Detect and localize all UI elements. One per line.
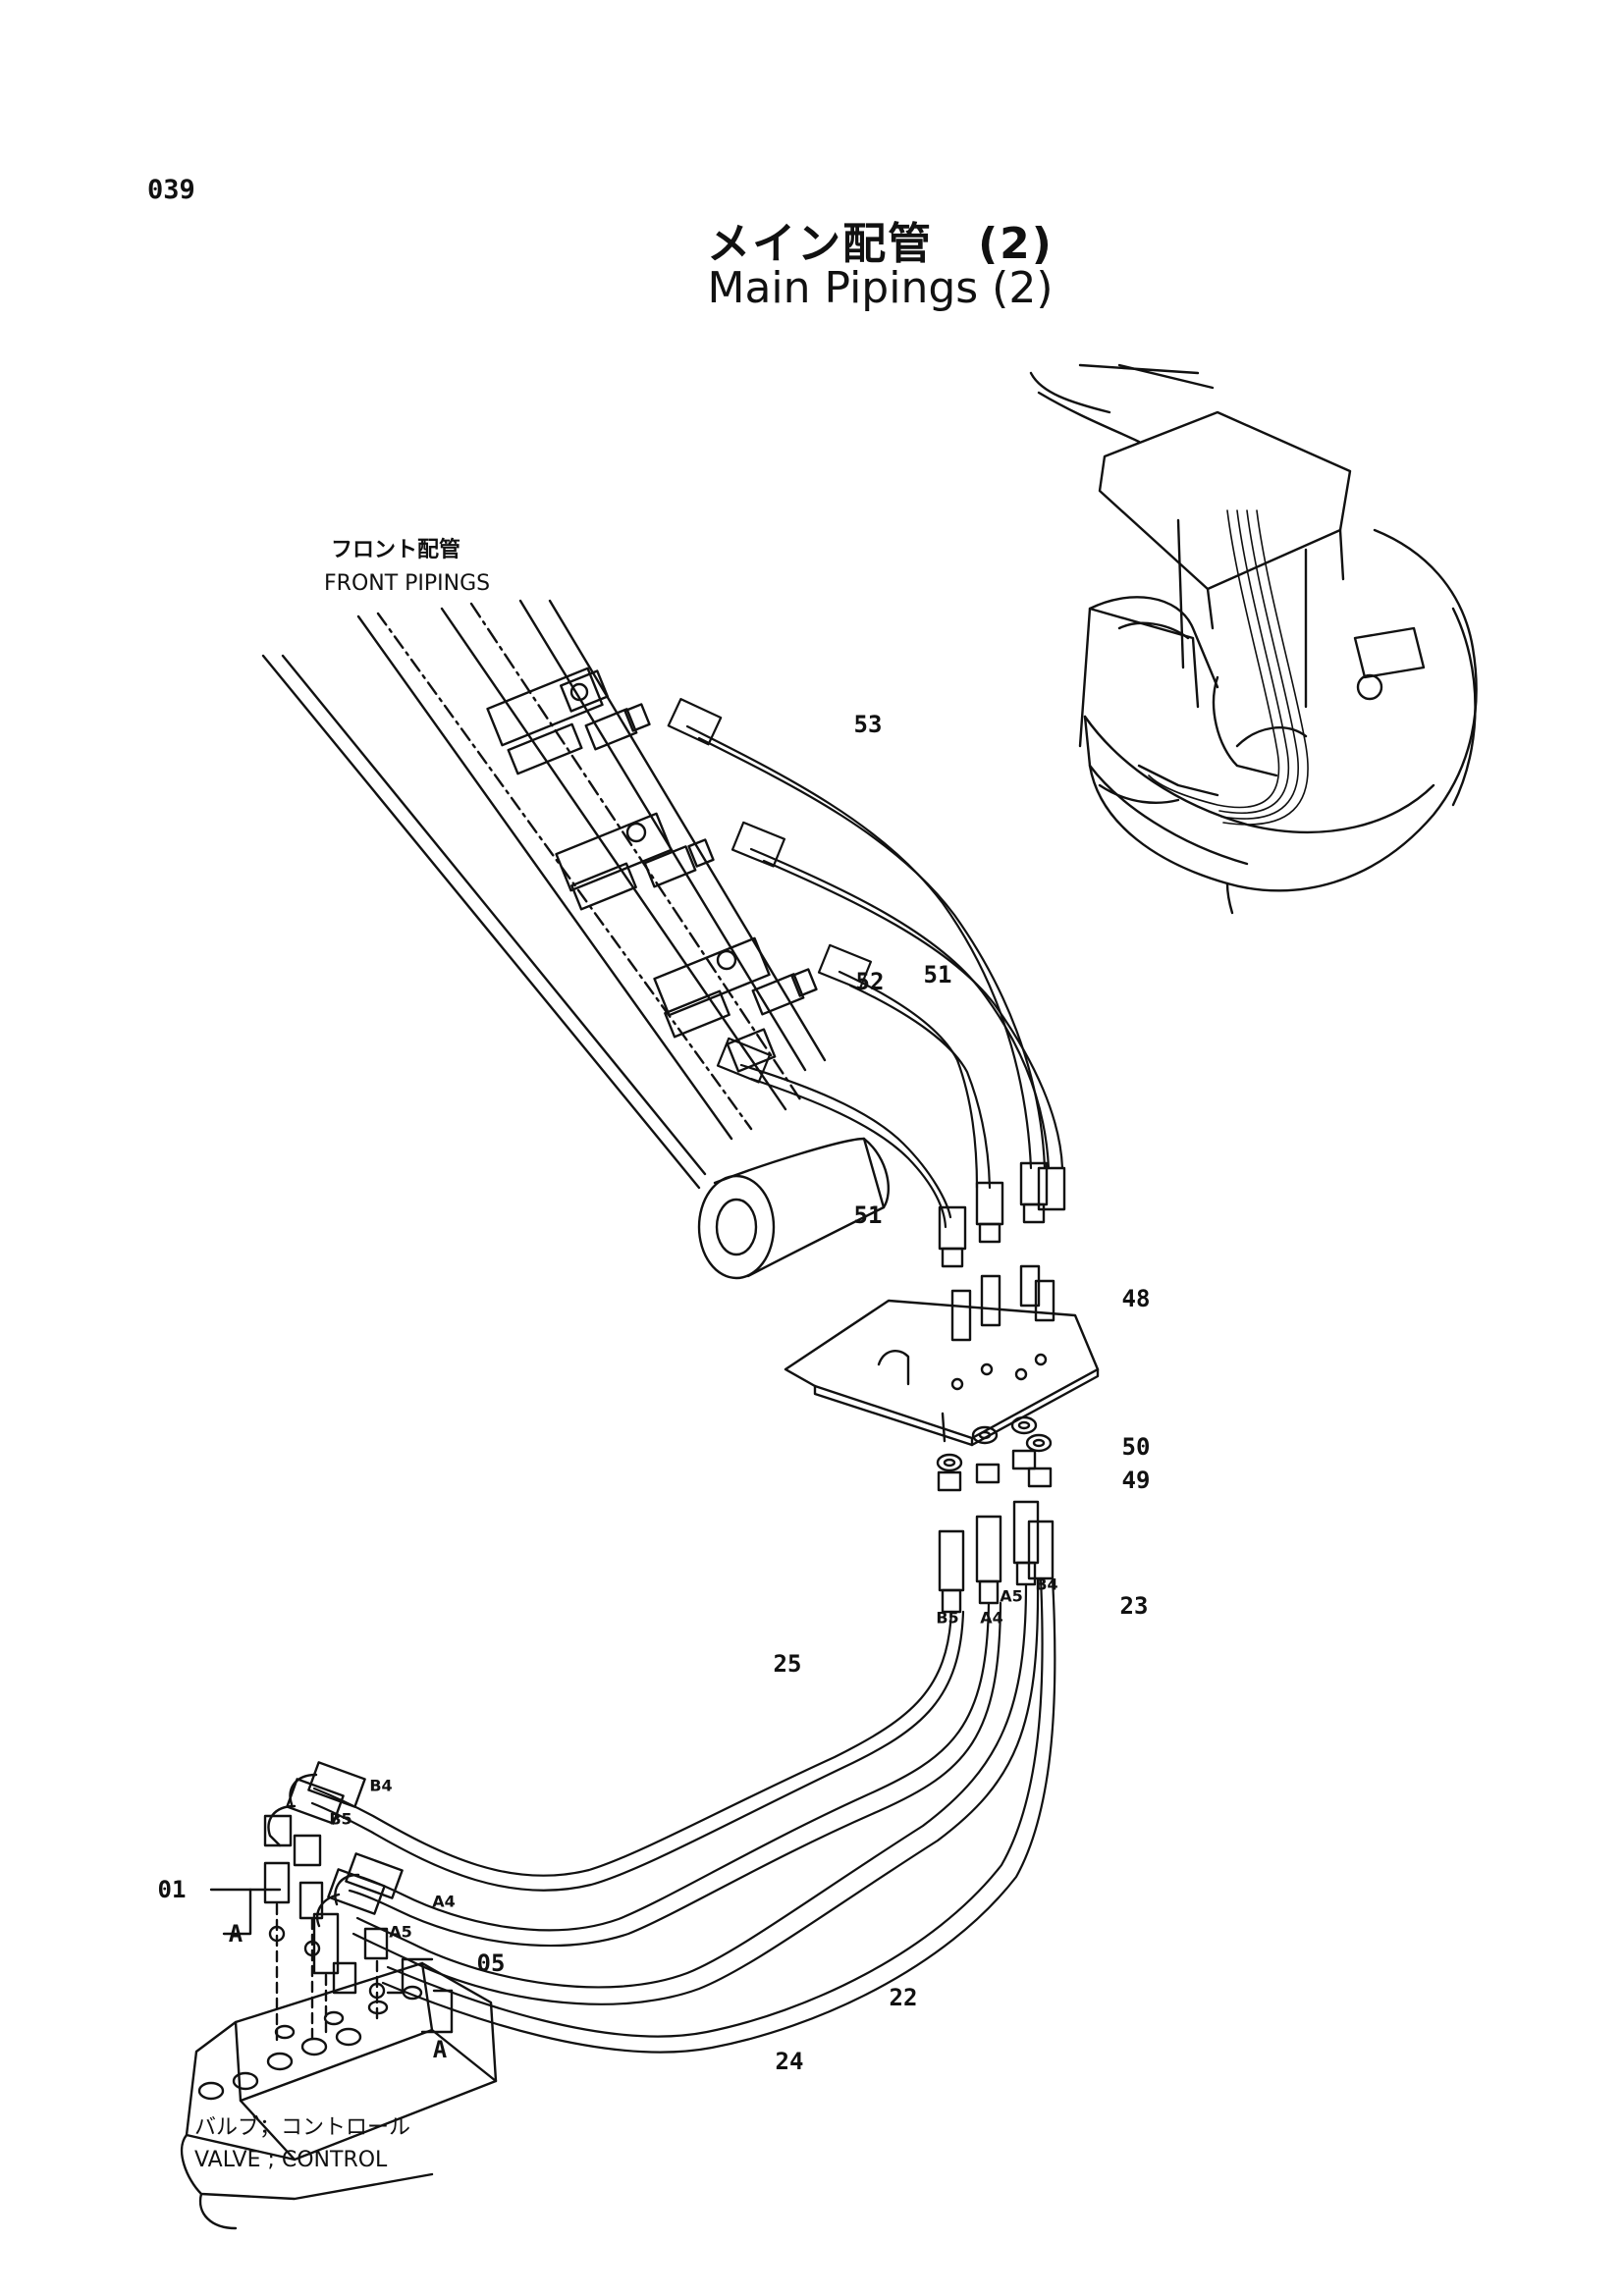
title-japanese: メイン配管 (2) (707, 219, 1054, 269)
part-number-23: 23 (1119, 1592, 1149, 1620)
part-number-48: 48 (1121, 1285, 1151, 1312)
hose-bracket (784, 1264, 1100, 1447)
port-label-a5-valve: A5 (389, 1922, 412, 1942)
excavator-overview (1029, 363, 1478, 915)
port-label-b4-valve: B4 (369, 1776, 393, 1795)
port-label-a4-valve: A4 (432, 1892, 456, 1911)
control-valve (181, 1761, 498, 2230)
page-number: 039 (147, 175, 195, 205)
port-label-a5-bracket: A5 (1000, 1586, 1023, 1606)
port-label-a4-bracket: A4 (980, 1608, 1003, 1628)
port-label-b5-bracket: B5 (936, 1608, 959, 1628)
part-number-50: 50 (1121, 1433, 1151, 1461)
part-number-01: 01 (157, 1876, 187, 1903)
part-number-53: 53 (853, 711, 883, 738)
valve-control-label-en: VALVE ; CONTROL (194, 2148, 388, 2172)
part-number-52: 52 (855, 968, 885, 995)
part-number-49: 49 (1121, 1467, 1151, 1494)
lower-hose-ends (938, 1500, 1055, 1614)
part-number-22: 22 (889, 1984, 918, 2011)
part-number-51-upper: 51 (923, 961, 952, 988)
title-english: Main Pipings (2) (707, 263, 1054, 313)
part-number-05: 05 (476, 1949, 506, 1977)
part-number-51-lower: 51 (853, 1201, 883, 1229)
part-number-25: 25 (773, 1650, 802, 1678)
port-label-b4-bracket: B4 (1035, 1575, 1058, 1594)
washers-nuts (936, 1415, 1053, 1492)
boom-arm (261, 599, 891, 1280)
boom-manifold-fittings (486, 667, 818, 1073)
section-marker-a-left: A (228, 1920, 243, 1948)
port-label-b5-valve: B5 (329, 1809, 352, 1829)
front-pipings-label-jp: フロント配管 (331, 538, 461, 562)
front-pipings-label-en: FRONT PIPINGS (324, 571, 491, 596)
section-marker-a-right: A (432, 2036, 448, 2063)
valve-control-label-jp: バルブ；コントロール (194, 2115, 411, 2140)
long-hoses (310, 1576, 1056, 2054)
bracket-hose-ends (938, 1161, 1066, 1268)
boom-hoses (667, 698, 1064, 1229)
part-number-24: 24 (775, 2048, 804, 2075)
